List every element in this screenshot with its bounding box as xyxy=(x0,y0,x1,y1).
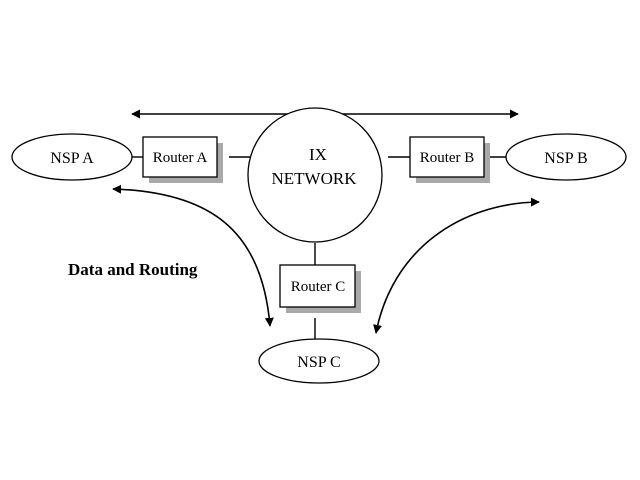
router-a-box xyxy=(142,136,218,178)
router-c-label: Router C xyxy=(291,279,346,295)
nsp-b-ellipse xyxy=(505,133,627,181)
router-a-label: Router A xyxy=(153,150,208,166)
nsp-a-ellipse xyxy=(11,133,133,181)
ix-label-line1: IX xyxy=(309,145,327,164)
router-b-label: Router B xyxy=(420,150,475,166)
nsp-b-label: NSP B xyxy=(544,150,587,167)
nsp-c-label: NSP C xyxy=(297,354,340,371)
ix-label-line2: NETWORK xyxy=(272,169,358,188)
router-b-box xyxy=(409,136,485,178)
nsp-c-ellipse xyxy=(258,338,380,384)
curve-arrow-left xyxy=(112,184,274,327)
curve-arrow-right xyxy=(373,197,540,334)
router-c-box xyxy=(279,264,356,308)
nsp-a-label: NSP A xyxy=(50,150,94,167)
diagram-caption: Data and Routing xyxy=(68,260,198,279)
ix-network-circle xyxy=(247,107,383,243)
